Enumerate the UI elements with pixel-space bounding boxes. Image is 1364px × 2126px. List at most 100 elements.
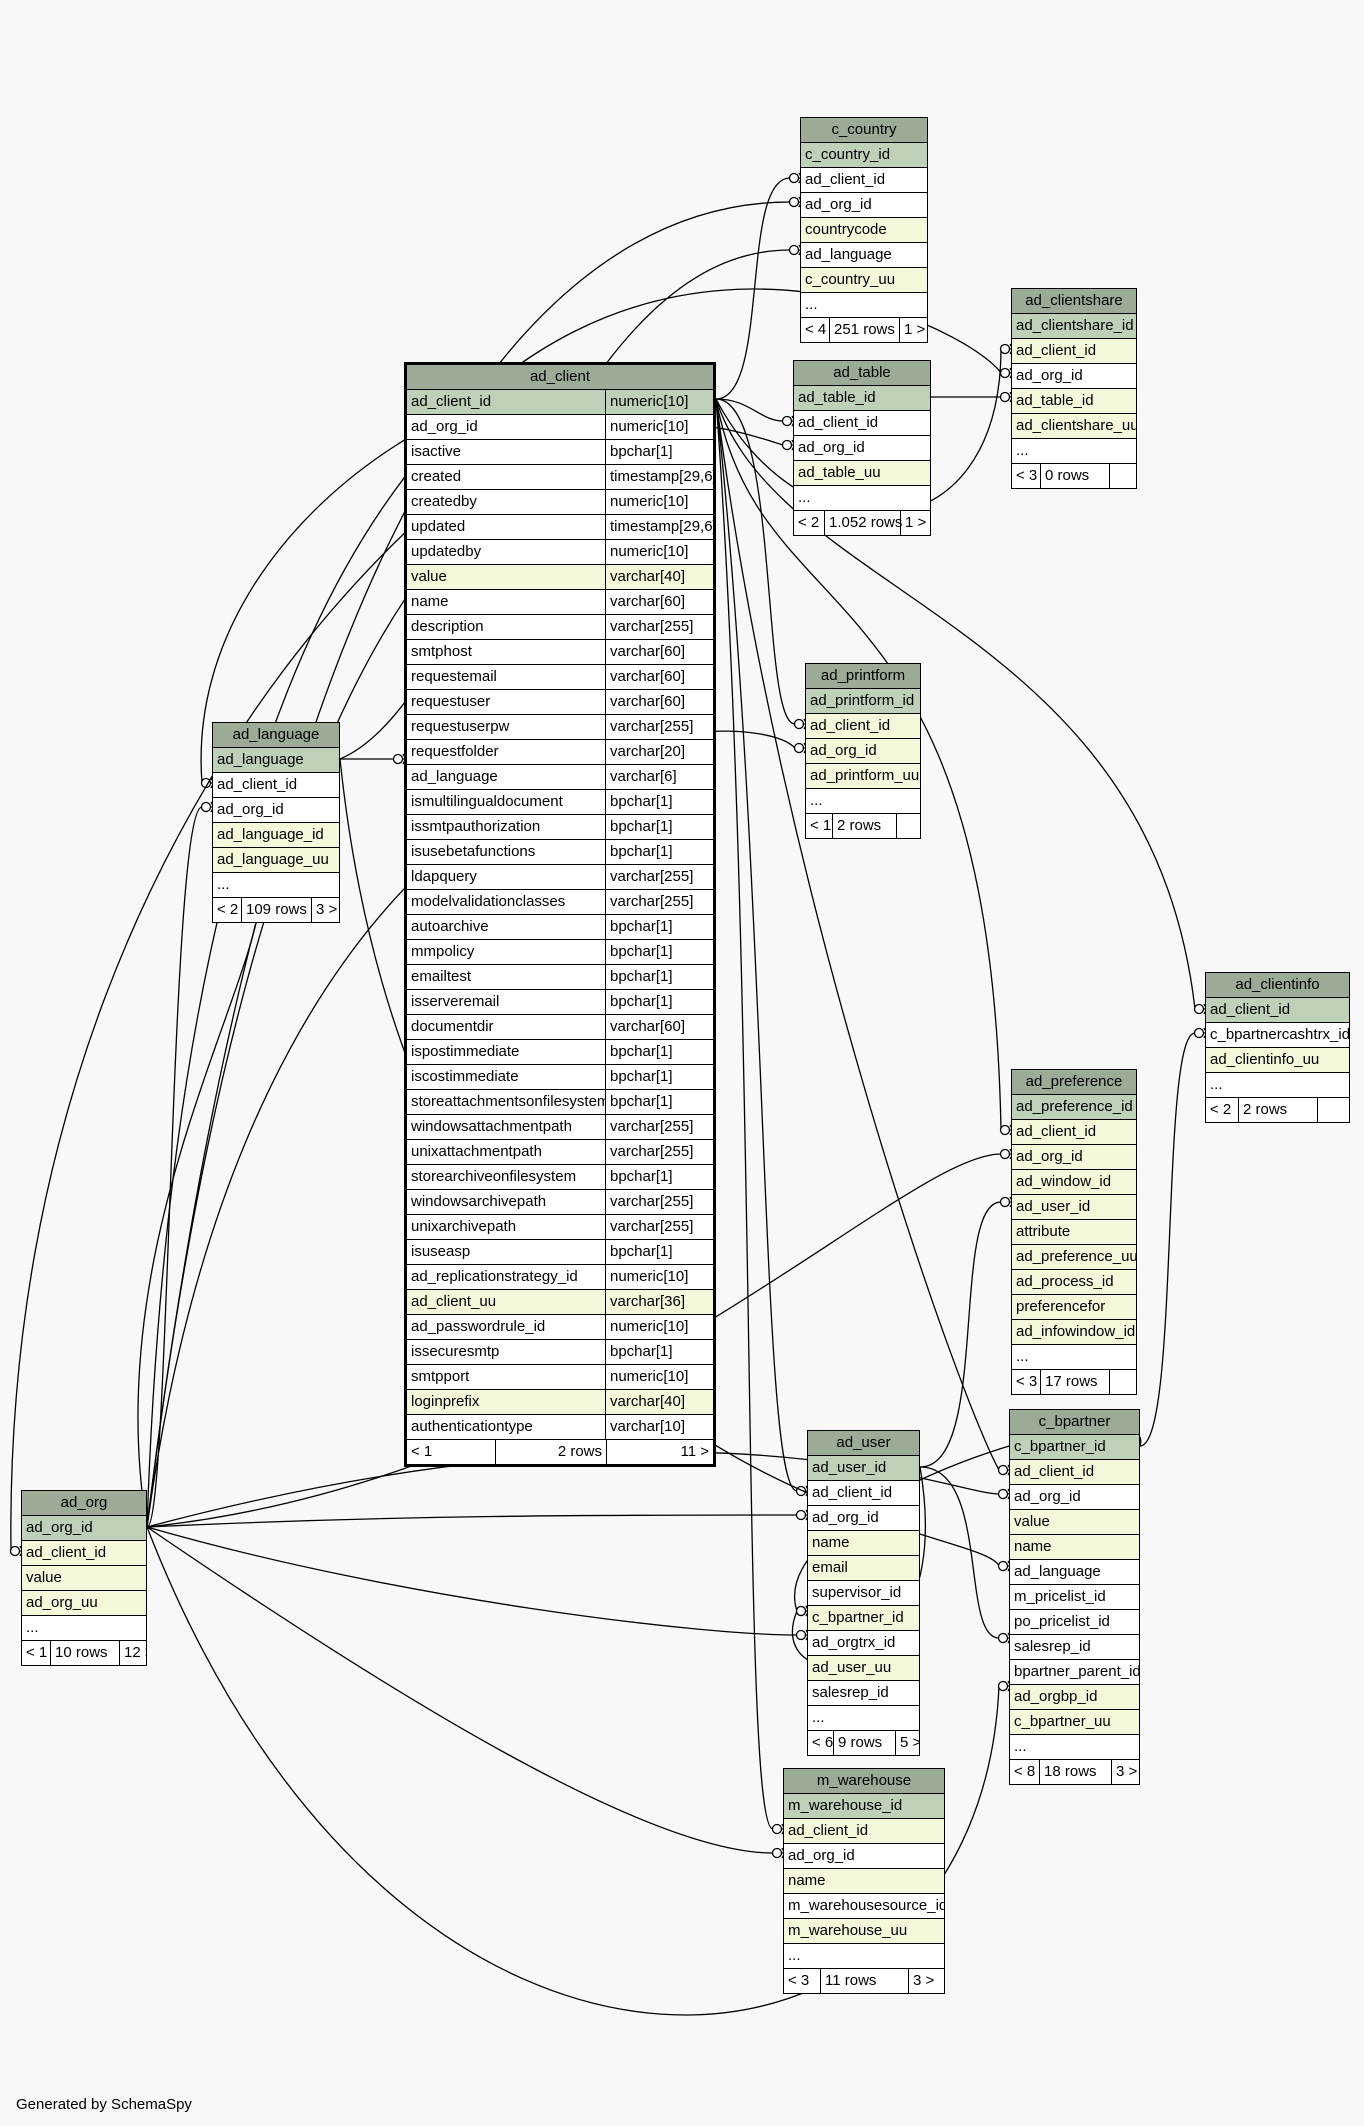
column-row[interactable]: ... [794, 485, 930, 510]
column-row[interactable]: ... [22, 1615, 146, 1640]
column-row[interactable]: ... [1012, 438, 1136, 463]
column-row[interactable]: ad_language [1010, 1559, 1139, 1584]
column-row[interactable]: m_warehousesource_id [784, 1893, 944, 1918]
table-header[interactable]: c_country [801, 118, 927, 142]
column-row[interactable]: c_bpartnercashtrx_id [1206, 1022, 1349, 1047]
column-row[interactable]: c_country_uu [801, 267, 927, 292]
column-row[interactable]: ad_user_id [1012, 1194, 1136, 1219]
column-row[interactable]: po_pricelist_id [1010, 1609, 1139, 1634]
column-row[interactable]: m_warehouse_uu [784, 1918, 944, 1943]
column-row[interactable]: ad_client_id [808, 1480, 919, 1505]
column-row[interactable]: ad_org_id [806, 738, 920, 763]
column-row[interactable]: ad_org_id [22, 1515, 146, 1540]
table-header[interactable]: ad_preference [1012, 1070, 1136, 1094]
table-header[interactable]: ad_clientinfo [1206, 973, 1349, 997]
column-row[interactable]: countrycode [801, 217, 927, 242]
table-header[interactable]: ad_printform [806, 664, 920, 688]
column-row[interactable]: ad_client_id [213, 772, 339, 797]
table-header[interactable]: ad_user [808, 1431, 919, 1455]
column-row[interactable]: ad_user_uu [808, 1655, 919, 1680]
table-header[interactable]: ad_table [794, 361, 930, 385]
column-row[interactable]: ad_org_id [801, 192, 927, 217]
column-row[interactable]: email [808, 1555, 919, 1580]
table-header[interactable]: ad_clientshare [1012, 289, 1136, 313]
column-row[interactable]: attribute [1012, 1219, 1136, 1244]
column-row[interactable]: salesrep_id [808, 1680, 919, 1705]
column-row[interactable]: ad_language_uu [213, 847, 339, 872]
column-row[interactable]: ad_clientinfo_uu [1206, 1047, 1349, 1072]
table-header[interactable]: ad_language [213, 723, 339, 747]
column-row[interactable]: c_country_id [801, 142, 927, 167]
column-row[interactable]: ad_client_id [1012, 1119, 1136, 1144]
column-row[interactable]: value [1010, 1509, 1139, 1534]
column-row[interactable]: ad_client_id [794, 410, 930, 435]
column-row[interactable]: ad_window_id [1012, 1169, 1136, 1194]
column-row[interactable]: ad_preference_id [1012, 1094, 1136, 1119]
column-row[interactable]: ad_org_id [213, 797, 339, 822]
column-row[interactable]: ... [801, 292, 927, 317]
column-row[interactable]: ... [1012, 1344, 1136, 1369]
column-row[interactable]: ad_clientshare_id [1012, 313, 1136, 338]
column-row[interactable]: ad_printform_uu [806, 763, 920, 788]
column-row[interactable]: c_bpartner_uu [1010, 1709, 1139, 1734]
column-row[interactable]: ad_language_id [213, 822, 339, 847]
column-row[interactable]: ... [1010, 1734, 1139, 1759]
column-row[interactable]: ... [784, 1943, 944, 1968]
column-row[interactable]: ad_client_id [784, 1818, 944, 1843]
column-row[interactable]: ad_infowindow_id [1012, 1319, 1136, 1344]
column-row[interactable]: name [784, 1868, 944, 1893]
column-row[interactable]: ad_org_id [794, 435, 930, 460]
column-row[interactable]: ad_table_id [794, 385, 930, 410]
column-row[interactable]: supervisor_id [808, 1580, 919, 1605]
column-row[interactable]: ad_client_id [1206, 997, 1349, 1022]
column-row[interactable]: ad_client_id [806, 713, 920, 738]
column-row[interactable]: ad_table_id [1012, 388, 1136, 413]
column-row[interactable]: ad_org_id [1012, 363, 1136, 388]
column-row[interactable]: ... [806, 788, 920, 813]
column-row[interactable]: ... [808, 1705, 919, 1730]
column-row[interactable]: ad_client_id [1012, 338, 1136, 363]
column-row[interactable]: ad_client_id [1010, 1459, 1139, 1484]
column-row[interactable]: ad_org_uu [22, 1590, 146, 1615]
column-row[interactable]: m_pricelist_id [1010, 1584, 1139, 1609]
column-row[interactable]: ad_user_id [808, 1455, 919, 1480]
column-row[interactable]: ad_preference_uu [1012, 1244, 1136, 1269]
